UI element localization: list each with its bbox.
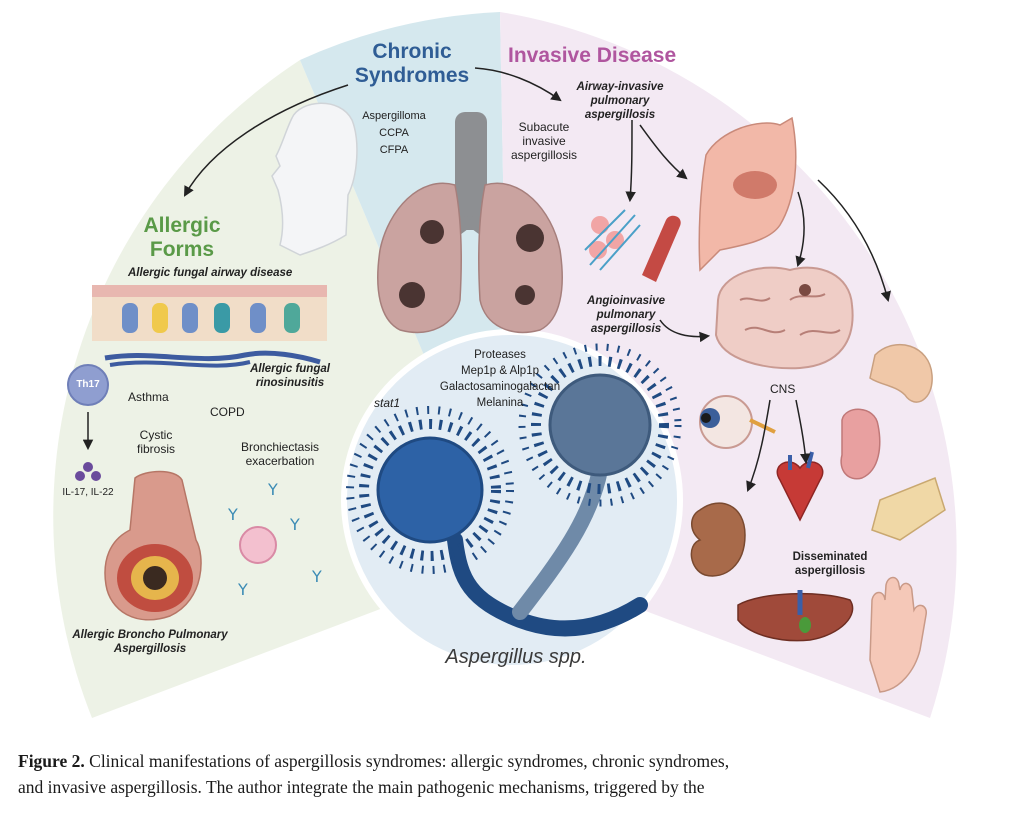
immune-cell-icon — [239, 526, 277, 564]
blood-vessel-icon — [642, 215, 681, 282]
kidney-icon — [690, 502, 746, 577]
conidiophore-left-icon — [346, 406, 648, 637]
chronic-item: CCPA — [379, 127, 409, 139]
airway-invasive-label: Airway-invasive pulmonary aspergillosis — [576, 81, 664, 121]
il-label: IL-17, IL-22 — [62, 487, 114, 498]
afrs-label: Allergic fungal rinosinusitis — [250, 363, 330, 389]
afad-label: Allergic fungal airway disease — [128, 267, 293, 279]
eye-icon — [699, 395, 776, 449]
allergic-title: Allergic Forms — [143, 214, 221, 261]
chronic-item: Aspergilloma — [362, 110, 426, 122]
liver-icon — [737, 590, 854, 642]
antibody-icon: Y — [227, 505, 238, 524]
virulence-factors: Proteases Mep1p & Alp1p Galactosaminogal… — [440, 347, 560, 411]
antibody-icon: Y — [237, 580, 248, 599]
asthma-label: Asthma — [128, 390, 169, 404]
factor-item: Melanina — [476, 397, 524, 409]
chronic-item: CFPA — [379, 144, 409, 156]
lung-tissue-icon — [584, 209, 641, 271]
caption-line-2: and invasive aspergillosis. The author i… — [18, 777, 705, 797]
conidiophore-right-icon — [512, 343, 682, 620]
airway-epithelium-icon — [92, 285, 327, 368]
factor-item: Proteases — [474, 349, 526, 361]
lungs-icon — [377, 112, 563, 334]
abpa-label: Allergic Broncho Pulmonary Aspergillosis — [72, 629, 228, 655]
antibody-icon: Y — [267, 480, 278, 499]
head-silhouette-icon — [271, 102, 358, 256]
th17-cell-icon — [67, 364, 109, 406]
invasive-title: Invasive Disease — [508, 44, 677, 67]
caption-label: Figure 2. — [18, 751, 85, 771]
cytokine-dots-icon — [75, 462, 101, 481]
antibody-icon: Y — [289, 515, 300, 534]
copd-label: COPD — [210, 405, 245, 419]
factor-item: Mep1p & Alp1p — [460, 365, 539, 377]
cf-label: Cystic fibrosis — [136, 428, 176, 456]
subacute-label: Subacute invasive aspergillosis — [510, 120, 578, 162]
angioinvasive-label: Angioinvasive pulmonary aspergillosis — [587, 295, 665, 335]
bone-icon — [871, 477, 946, 541]
arrows — [183, 67, 891, 492]
organism-label: Aspergillus spp. — [445, 646, 587, 668]
stomach-icon — [840, 408, 881, 480]
cns-label: CNS — [770, 382, 796, 396]
figure-caption: Figure 2. Clinical manifestations of asp… — [18, 748, 1008, 800]
ear-icon — [869, 344, 933, 403]
bronchiectasis-label: Bronchiectasis exacerbation — [240, 440, 320, 468]
chronic-items: Aspergilloma CCPA CFPA — [362, 108, 426, 159]
stat1-label: stat1 — [374, 396, 401, 410]
brain-icon — [714, 266, 854, 370]
chronic-title: Chronic Syndromes — [354, 40, 470, 87]
aspergillosis-figure: Y Y Y Y Y — [53, 12, 957, 718]
factor-item: Galactosaminogalactan — [439, 381, 561, 393]
th17-label: Th17 — [76, 379, 100, 390]
bronchus-icon — [104, 470, 202, 621]
disseminated-label: Disseminated aspergillosis — [792, 551, 868, 577]
antibody-icon: Y — [311, 567, 322, 586]
hand-icon — [869, 576, 927, 693]
caption-line-1: Figure 2. Clinical manifestations of asp… — [18, 751, 730, 771]
